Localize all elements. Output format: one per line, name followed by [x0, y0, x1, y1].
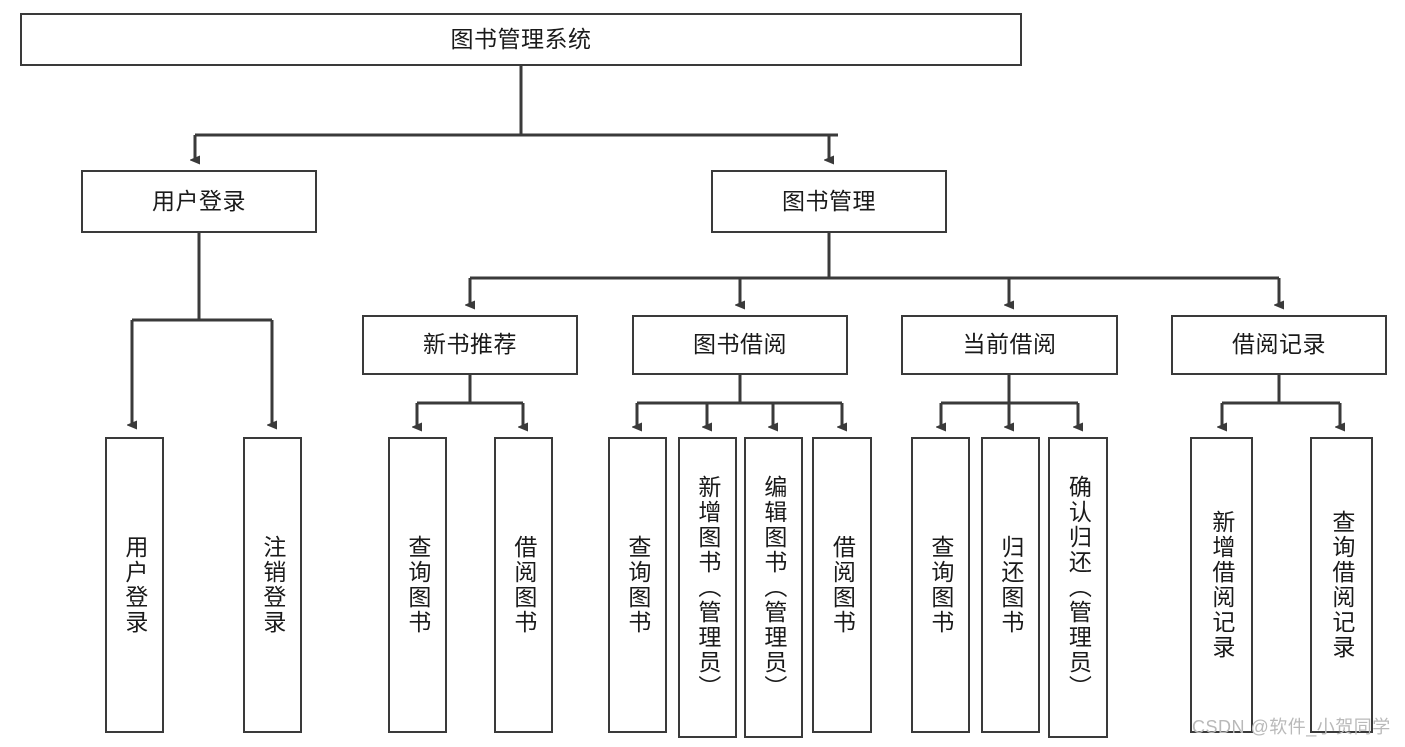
leaf-edit-book[interactable]: 编辑图书（管理员） [744, 437, 803, 738]
node-label: 用户登录 [152, 187, 246, 214]
node-current-borrow[interactable]: 当前借阅 [901, 315, 1118, 375]
node-label: 新书推荐 [423, 331, 517, 358]
leaf-query-book-current[interactable]: 查询图书 [911, 437, 970, 733]
leaf-query-book-borrow[interactable]: 查询图书 [608, 437, 667, 733]
node-label: 借阅图书 [510, 535, 537, 635]
leaf-add-borrow-record[interactable]: 新增借阅记录 [1190, 437, 1253, 733]
node-book-management[interactable]: 图书管理 [711, 170, 947, 233]
leaf-user-login[interactable]: 用户登录 [105, 437, 164, 733]
leaf-borrow-book-recommend[interactable]: 借阅图书 [494, 437, 553, 733]
node-label: 新增借阅记录 [1208, 510, 1235, 660]
node-new-book-recommend[interactable]: 新书推荐 [362, 315, 578, 375]
node-label: 归还图书 [997, 535, 1024, 635]
leaf-add-book[interactable]: 新增图书（管理员） [678, 437, 737, 738]
csdn-watermark: CSDN @软件_小贺同学 [1192, 717, 1391, 737]
node-label: 查询借阅记录 [1328, 510, 1355, 660]
node-label: 查询图书 [404, 535, 431, 635]
node-label: 新增图书（管理员） [694, 475, 721, 700]
leaf-query-borrow-record[interactable]: 查询借阅记录 [1310, 437, 1373, 733]
node-book-management-system[interactable]: 图书管理系统 [20, 13, 1022, 66]
leaf-query-book-recommend[interactable]: 查询图书 [388, 437, 447, 733]
node-label: 编辑图书（管理员） [760, 475, 787, 700]
node-label: 查询图书 [624, 535, 651, 635]
leaf-logout-login[interactable]: 注销登录 [243, 437, 302, 733]
node-book-borrow[interactable]: 图书借阅 [632, 315, 848, 375]
node-label: 借阅记录 [1232, 331, 1326, 358]
node-label: 注销登录 [259, 535, 286, 635]
node-label: 借阅图书 [829, 535, 856, 635]
node-label: 用户登录 [121, 535, 148, 635]
node-label: 当前借阅 [962, 331, 1057, 358]
leaf-return-book[interactable]: 归还图书 [981, 437, 1040, 733]
leaf-confirm-return[interactable]: 确认归还（管理员） [1048, 437, 1108, 738]
leaf-borrow-book[interactable]: 借阅图书 [812, 437, 872, 733]
node-label: 图书借阅 [693, 331, 787, 358]
node-label: 确认归还（管理员） [1065, 475, 1092, 700]
node-label: 图书管理 [782, 187, 876, 214]
node-user-login[interactable]: 用户登录 [81, 170, 317, 233]
node-label: 图书管理系统 [450, 25, 592, 52]
node-borrow-record[interactable]: 借阅记录 [1171, 315, 1387, 375]
node-label: 查询图书 [927, 535, 954, 635]
